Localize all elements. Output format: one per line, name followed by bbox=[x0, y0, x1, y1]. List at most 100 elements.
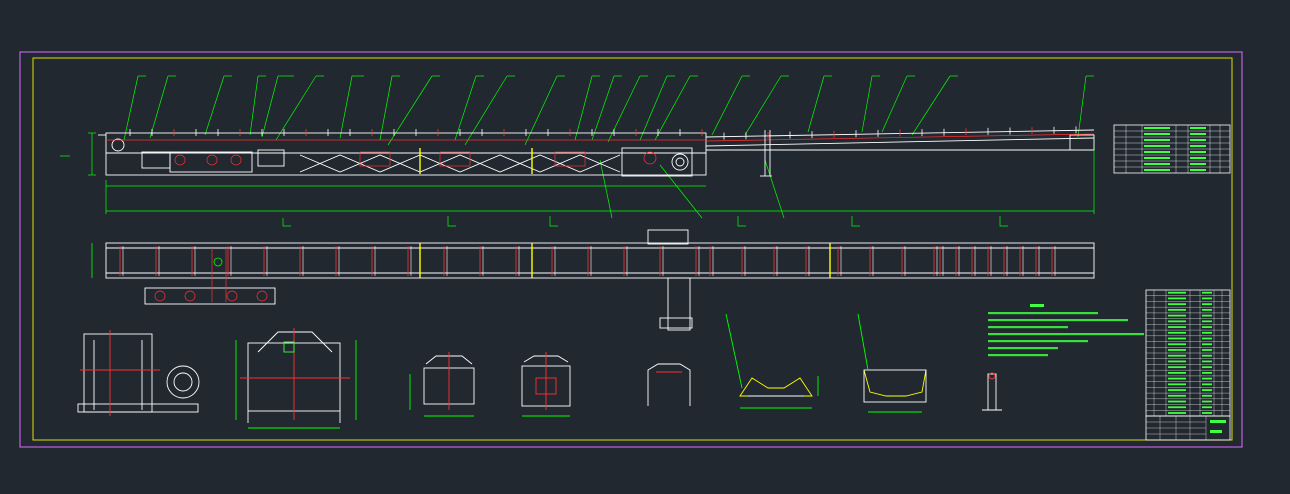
table-cell-text bbox=[1190, 163, 1206, 165]
table-cell-text bbox=[1144, 169, 1170, 171]
table-cell-text bbox=[1144, 145, 1170, 147]
carry-idler-marks bbox=[129, 126, 1077, 140]
section-head bbox=[77, 330, 200, 416]
table-cell-text bbox=[1202, 377, 1212, 380]
plan-view bbox=[91, 229, 1095, 331]
section-carry-1 bbox=[409, 352, 475, 417]
title-text-mark bbox=[1210, 430, 1222, 433]
table-cell-text bbox=[1202, 337, 1212, 340]
parts-list-table-top bbox=[1113, 124, 1231, 174]
table-cell-text bbox=[1168, 366, 1186, 369]
table-cell-text bbox=[1168, 371, 1186, 374]
notes-line bbox=[988, 326, 1068, 329]
table-cell-text bbox=[1202, 326, 1212, 328]
table-cell-text bbox=[1190, 151, 1206, 153]
table-cell-text bbox=[1202, 360, 1212, 363]
conveyor-frame bbox=[98, 129, 1095, 177]
table-cell-text bbox=[1168, 394, 1186, 397]
notes-line bbox=[988, 354, 1048, 357]
table-cell-text bbox=[1168, 320, 1186, 323]
table-cell-text bbox=[1168, 389, 1186, 391]
table-cell-text bbox=[1202, 406, 1212, 409]
table-cell-text bbox=[1202, 371, 1212, 374]
table-cell-text bbox=[1168, 291, 1186, 294]
yellow-markers-plan bbox=[419, 243, 831, 278]
section-carry-2 bbox=[521, 352, 571, 417]
yellow-markers-side bbox=[419, 148, 533, 174]
table-cell-text bbox=[1144, 163, 1170, 165]
table-cell-text bbox=[1202, 314, 1212, 317]
section-return bbox=[647, 363, 691, 406]
table-cell-text bbox=[1190, 145, 1206, 147]
table-cell-text bbox=[1202, 383, 1212, 386]
table-cell-text bbox=[1190, 169, 1206, 171]
table-cell-text bbox=[1168, 326, 1186, 328]
table-cell-text bbox=[1202, 394, 1212, 397]
table-cell-text bbox=[1168, 400, 1186, 403]
technical-requirements-notes bbox=[988, 304, 1144, 357]
table-cell-text bbox=[1202, 400, 1212, 403]
section-post bbox=[982, 372, 1002, 411]
title-block bbox=[1145, 415, 1231, 441]
table-cell-text bbox=[1168, 297, 1186, 300]
notes-line bbox=[988, 333, 1144, 336]
table-cell-text bbox=[1168, 314, 1186, 317]
table-cell-text bbox=[1202, 331, 1212, 334]
plan-red-details bbox=[154, 248, 268, 302]
table-cell-text bbox=[1202, 320, 1212, 323]
table-cell-text bbox=[1168, 360, 1186, 363]
parts-list-table-bottom bbox=[1145, 289, 1231, 417]
notes-line bbox=[988, 319, 1128, 322]
section-drive bbox=[235, 328, 357, 429]
plan-green-marks bbox=[91, 243, 223, 278]
table-cell-text bbox=[1168, 349, 1186, 351]
frame-red-details bbox=[106, 133, 1095, 167]
table-cell-text bbox=[1144, 127, 1170, 129]
table-cell-text bbox=[1202, 389, 1212, 391]
section-impact-2 bbox=[857, 313, 927, 413]
table-cell-text bbox=[1202, 349, 1212, 351]
table-cell-text bbox=[1190, 157, 1206, 159]
table-cell-text bbox=[1202, 308, 1212, 311]
sheet-inner-border bbox=[32, 57, 1233, 441]
table-cell-text bbox=[1168, 377, 1186, 380]
table-cell-text bbox=[1168, 412, 1186, 414]
support-leg bbox=[760, 130, 772, 177]
notes-line bbox=[988, 312, 1098, 315]
table-cell-text bbox=[1202, 303, 1212, 306]
table-cell-text bbox=[1168, 303, 1186, 306]
table-cell-text bbox=[1144, 139, 1170, 141]
table-cell-text bbox=[1202, 291, 1212, 294]
table-cell-text bbox=[1144, 157, 1170, 159]
table-cell-text bbox=[1168, 383, 1186, 386]
table-cell-text bbox=[1144, 151, 1170, 153]
notes-line bbox=[988, 340, 1088, 343]
table-cell-text bbox=[1168, 308, 1186, 311]
table-cell-text bbox=[1168, 337, 1186, 340]
section-impact-1 bbox=[725, 313, 819, 409]
table-cell-text bbox=[1190, 139, 1206, 141]
table-cell-text bbox=[1168, 343, 1186, 346]
table-cell-text bbox=[1202, 412, 1212, 414]
table-cell-text bbox=[1202, 354, 1212, 357]
notes-line bbox=[988, 347, 1058, 350]
dimension-lines-side bbox=[60, 132, 1095, 227]
plan-frame bbox=[105, 229, 1095, 331]
sheet-outer-border bbox=[19, 51, 1243, 448]
table-cell-text bbox=[1144, 133, 1170, 135]
table-cell-text bbox=[1190, 133, 1206, 135]
table-cell-text bbox=[1190, 127, 1206, 129]
title-text-mark bbox=[1210, 420, 1226, 423]
notes-title-mark bbox=[1030, 304, 1044, 307]
table-cell-text bbox=[1168, 354, 1186, 357]
table-cell-text bbox=[1202, 366, 1212, 369]
table-cell-text bbox=[1168, 406, 1186, 409]
side-elevation-view bbox=[60, 75, 1095, 227]
table-cell-text bbox=[1168, 331, 1186, 334]
table-cell-text bbox=[1202, 343, 1212, 346]
plan-crossbars bbox=[119, 246, 1056, 276]
table-cell-text bbox=[1202, 297, 1212, 300]
leader-lines bbox=[123, 75, 1094, 219]
